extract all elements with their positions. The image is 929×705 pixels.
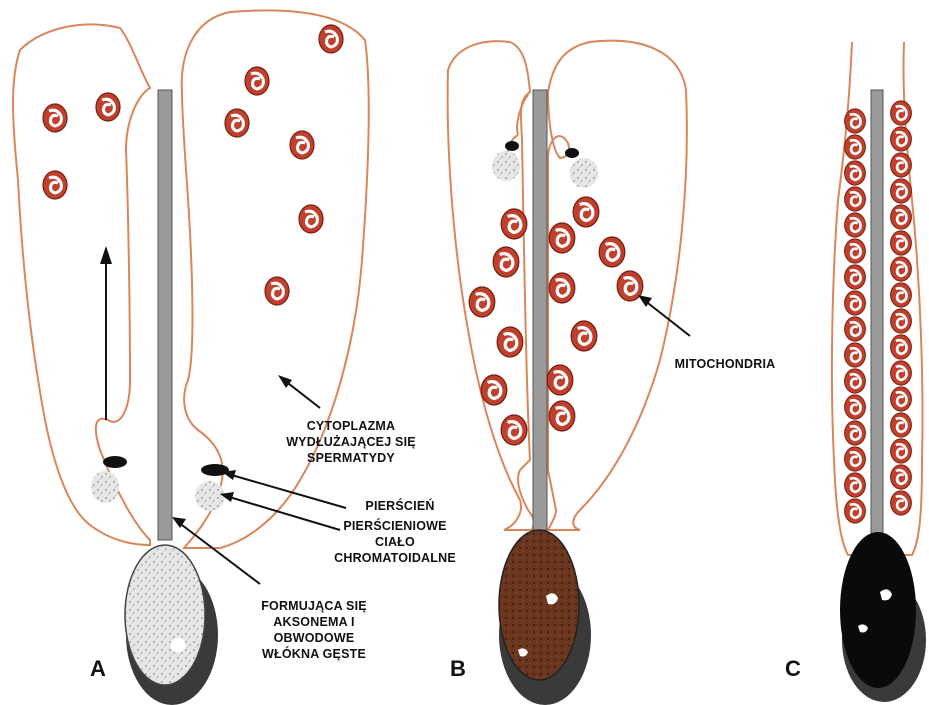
panel-label-a: A — [90, 656, 106, 681]
panel-c-mitochondrion — [891, 335, 912, 359]
panel-c-mitochondrion — [845, 291, 866, 315]
panel-c-mitochondrion — [891, 465, 912, 489]
label-ring-body: PIERŚCIENIOWE CIAŁO CHROMATOIDALNE — [320, 518, 470, 566]
panel-c-mitochondrion — [891, 361, 912, 385]
panel-label-c: C — [785, 656, 801, 681]
panel-c-mitochondrion — [891, 491, 912, 515]
panel-a-nucleus — [125, 545, 205, 685]
label-mitochondria-line-1: MITOCHONDRIA — [660, 356, 790, 372]
label-cytoplasm: CYTOPLAZMA WYDŁUŻAJĄCEJ SIĘ SPERMATYDY — [276, 418, 426, 466]
panel-c-mitochondrion — [891, 153, 912, 177]
panel-c-mitochondrion — [845, 395, 866, 419]
label-ring-body-line-3: CHROMATOIDALNE — [320, 550, 470, 566]
panel-b-mitochondria — [469, 197, 643, 445]
panel-c-mitochondrion — [891, 205, 912, 229]
panel-a-ring-left — [103, 456, 127, 468]
panel-c-mitochondrion — [845, 187, 866, 211]
panel-b-ring-left — [505, 141, 519, 151]
label-ring-line-1: PIERŚCIEŃ — [350, 498, 450, 514]
panel-c-mitochondrion — [845, 473, 866, 497]
panel-c-nucleus — [840, 532, 916, 688]
panel-c-mitochondrion — [845, 317, 866, 341]
panel-c-mitochondrion — [891, 101, 912, 125]
label-axoneme-line-4: WŁÓKNA GĘSTE — [244, 646, 384, 662]
panel-c-mitochondrion — [891, 439, 912, 463]
cytoplasm-pointer-head — [278, 375, 292, 388]
panel-b-chromatoid-right — [570, 158, 598, 188]
label-axoneme-line-1: FORMUJĄCA SIĘ — [244, 598, 384, 614]
panel-a-chromatoid-right — [195, 481, 225, 511]
label-ring: PIERŚCIEŃ — [350, 498, 450, 514]
panel-c-mitochondrion — [845, 499, 866, 523]
panel-label-b: B — [450, 656, 466, 681]
panel-c-mitochondrion — [845, 447, 866, 471]
label-axoneme-line-2: AKSONEMA I — [244, 614, 384, 630]
panel-b-axoneme — [533, 90, 547, 530]
label-cytoplasm-line-3: SPERMATYDY — [276, 450, 426, 466]
panel-a-arrow-head — [100, 246, 112, 264]
panel-a-mitochondria — [43, 25, 343, 305]
label-axoneme: FORMUJĄCA SIĘ AKSONEMA I OBWODOWE WŁÓKNA… — [244, 598, 384, 662]
panel-c-mitochondrion — [845, 421, 866, 445]
panel-c-mitochondrion — [845, 239, 866, 263]
panel-c — [832, 42, 926, 702]
panel-a-axoneme — [158, 90, 172, 540]
panel-c-mitochondrion — [891, 387, 912, 411]
label-cytoplasm-line-1: CYTOPLAZMA — [276, 418, 426, 434]
panel-c-mitochondrion — [891, 309, 912, 333]
panel-b-chromatoid-left — [492, 151, 520, 181]
panel-c-mitochondrion — [845, 109, 866, 133]
panel-b — [448, 41, 690, 705]
panel-c-mitochondrion — [891, 413, 912, 437]
panel-c-axoneme — [871, 90, 883, 540]
panel-c-mitochondrion — [845, 343, 866, 367]
panel-c-mitochondrion — [845, 369, 866, 393]
panel-c-mitochondrion — [891, 231, 912, 255]
panel-a-ring-right — [201, 464, 229, 476]
panel-c-mitochondrion — [845, 265, 866, 289]
panel-b-ring-right — [565, 148, 579, 158]
label-ring-body-line-2: CIAŁO — [320, 534, 470, 550]
panel-c-mitochondrion — [891, 257, 912, 281]
panel-b-left-membrane — [448, 41, 534, 530]
cytoplasm-pointer — [284, 380, 320, 408]
panel-c-mitochondrion — [891, 127, 912, 151]
panel-a-chromatoid-left — [91, 471, 119, 503]
panel-c-mitochondrion — [845, 161, 866, 185]
panel-b-nucleus — [499, 530, 579, 680]
panel-c-mitochondrion — [845, 135, 866, 159]
label-axoneme-line-3: OBWODOWE — [244, 630, 384, 646]
panel-c-mitochondrion — [845, 213, 866, 237]
label-ring-body-line-1: PIERŚCIENIOWE — [320, 518, 470, 534]
panel-a-left-membrane — [13, 24, 150, 545]
label-mitochondria: MITOCHONDRIA — [660, 356, 790, 372]
panel-c-mitochondrion — [891, 283, 912, 307]
panel-c-mitochondrion — [891, 179, 912, 203]
label-cytoplasm-line-2: WYDŁUŻAJĄCEJ SIĘ — [276, 434, 426, 450]
